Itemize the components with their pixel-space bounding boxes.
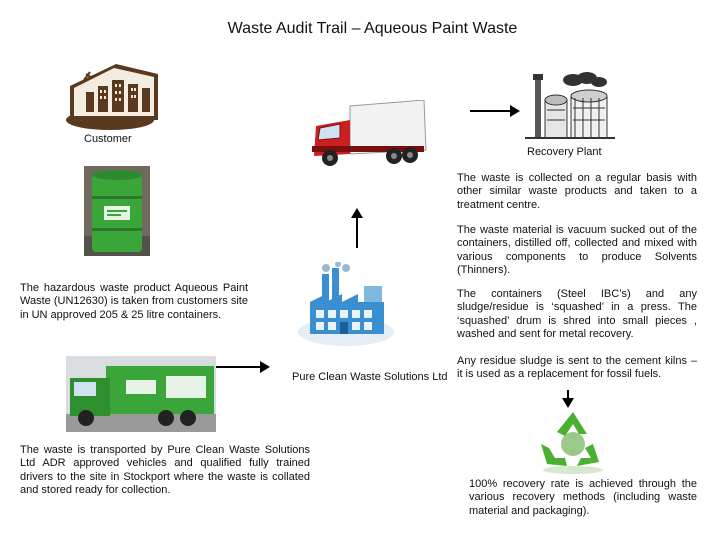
arrow-up	[350, 208, 364, 248]
recovery-plant-label: Recovery Plant	[527, 146, 602, 158]
page-title: Waste Audit Trail – Aqueous Paint Waste	[227, 20, 518, 37]
pure-clean-label: Pure Clean Waste Solutions Ltd	[292, 371, 448, 383]
truck-icon	[310, 100, 428, 172]
arrow-right-top	[470, 104, 520, 118]
recovery-plant-icon	[525, 70, 615, 142]
customer-building-icon	[64, 58, 160, 132]
hazardous-description: The hazardous waste product Aqueous Pain…	[20, 282, 248, 321]
vacuum-description: The waste material is vacuum sucked out …	[457, 224, 697, 277]
ibc-description: The containers (Steel IBC’s) and any slu…	[457, 288, 697, 341]
residue-description: Any residue sludge is sent to the cement…	[457, 355, 697, 381]
arrow-down	[561, 390, 575, 408]
recycle-icon	[537, 410, 609, 476]
collected-description: The waste is collected on a regular basi…	[457, 172, 697, 211]
customer-label: Customer	[84, 133, 132, 145]
green-drum-image	[84, 166, 150, 256]
green-truck-image	[66, 356, 216, 432]
factory-icon	[296, 262, 396, 348]
arrow-right-middle	[216, 360, 270, 374]
transport-description: The waste is transported by Pure Clean W…	[20, 444, 310, 497]
recovery-rate-description: 100% recovery rate is achieved through t…	[469, 478, 697, 517]
